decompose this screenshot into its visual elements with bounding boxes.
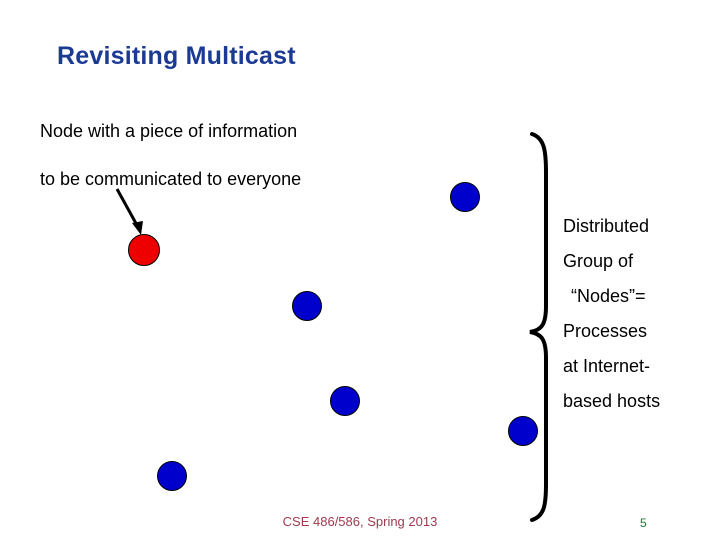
group-description-line-5: at Internet-	[563, 356, 651, 376]
source-pointer-arrow	[115, 188, 143, 235]
node-member-node-5	[157, 461, 187, 491]
node-member-node-1	[450, 182, 480, 212]
group-description-line-3: “Nodes”=	[571, 286, 646, 306]
group-description-line-2: Group of	[563, 251, 634, 271]
footer-course-label: CSE 486/586, Spring 2013	[282, 514, 438, 529]
group-description: Distributed Group of “Nodes”= Processes …	[563, 209, 713, 419]
group-description-line-1: Distributed	[563, 216, 650, 236]
group-description-line-6: based hosts	[563, 391, 661, 411]
page-title: Revisiting Multicast	[57, 42, 296, 70]
group-description-line-4: Processes	[563, 321, 648, 341]
node-member-node-3	[330, 386, 360, 416]
source-description-line-2: to be communicated to everyone	[40, 169, 302, 189]
node-source-node	[128, 234, 160, 266]
node-member-node-4	[508, 416, 538, 446]
node-member-node-2	[292, 291, 322, 321]
source-description-line-1: Node with a piece of information	[40, 121, 298, 141]
group-brace	[529, 132, 548, 522]
footer-page-number: 5	[640, 516, 647, 530]
